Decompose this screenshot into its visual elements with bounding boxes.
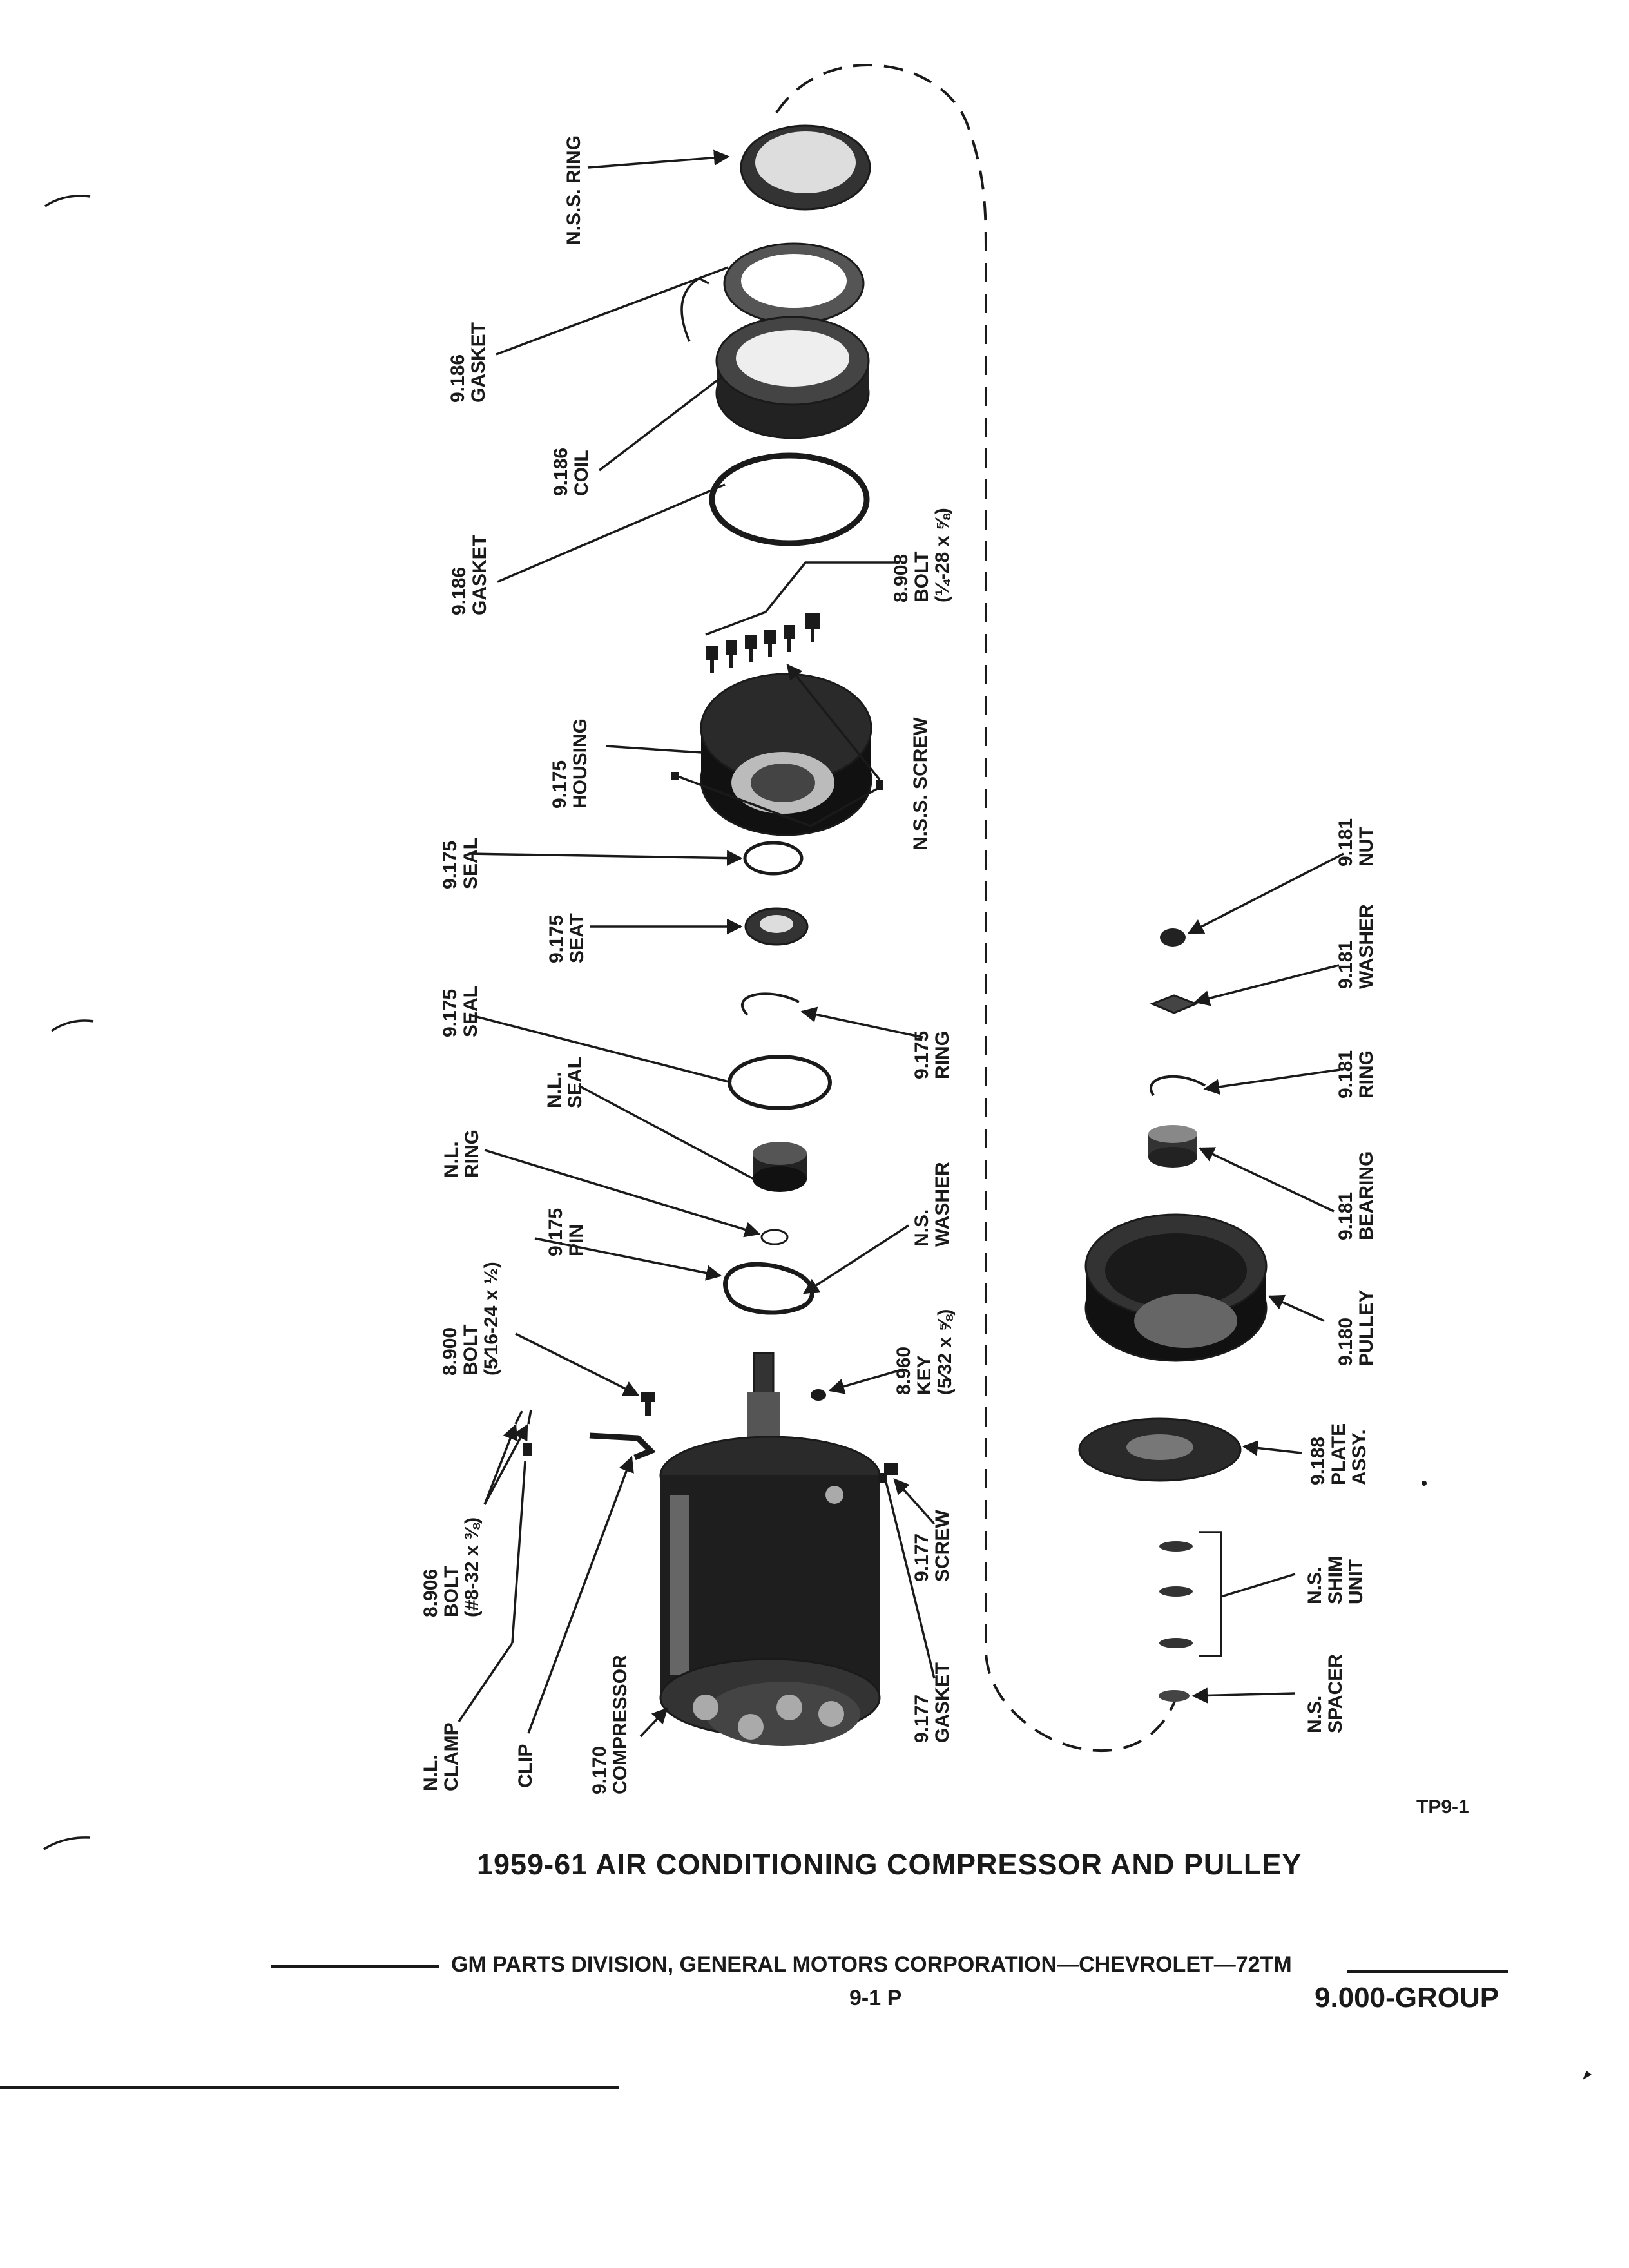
divider [0, 2086, 619, 2089]
callout-gasket-9177: 9.177 GASKET [911, 1662, 953, 1743]
callout-coil: 9.186 COIL [550, 443, 592, 496]
ns-washer-part [723, 1262, 815, 1315]
compressor-part [659, 1352, 881, 1746]
key-part [811, 1389, 826, 1401]
divider [271, 1965, 439, 1968]
callout-seat: 9.175 SEAT [546, 910, 588, 963]
callout-seal-lower: 9.175 SEAL [439, 984, 481, 1037]
callout-nl-clamp: N.L. CLAMP [420, 1722, 462, 1791]
plate-assy-part [1078, 1418, 1242, 1482]
ring-9175-part [741, 992, 800, 1016]
callout-pin: 9.175 PIN [545, 1203, 587, 1256]
callout-plate-assy: 9.188 PLATE ASSY. [1307, 1418, 1370, 1485]
ring-9181-part [1150, 1075, 1206, 1097]
nss-ring-part [740, 124, 871, 211]
bearing-part [1148, 1125, 1197, 1168]
pulley-part [1084, 1213, 1268, 1362]
page-number: 9-1 P [849, 1986, 902, 2010]
callout-housing: 9.175 HOUSING [549, 718, 591, 809]
group-number: 9.000-GROUP [1315, 1982, 1499, 2013]
callout-gasket-top: 9.186 GASKET [447, 322, 489, 403]
callout-nl-seal: N.L. SEAL [544, 1057, 586, 1108]
callout-gasket-lower: 9.186 GASKET [448, 535, 490, 615]
callout-nss-screw: N.S.S. SCREW [910, 717, 931, 850]
seat-part [744, 907, 809, 946]
divider [1347, 1970, 1508, 1973]
callout-screw-9177: 9.177 SCREW [911, 1510, 953, 1582]
assembly-path [775, 64, 1181, 1752]
gasket-top-part [723, 242, 865, 325]
callout-nss-ring: N.S.S. RING [563, 135, 584, 245]
callout-nl-ring: N.L. RING [441, 1129, 483, 1178]
callout-bolt-8908: 8.908 BOLT (¼-28 x ⅝) [891, 508, 953, 602]
callout-seal-upper: 9.175 SEAL [439, 836, 481, 889]
seal-lower-part [728, 1055, 832, 1110]
scan-speck [1422, 1481, 1427, 1486]
callout-key: 8.960 KEY (5⁄32 x ⅝) [893, 1309, 956, 1395]
leader-lines [458, 149, 1344, 1738]
scan-mark [51, 1019, 94, 1032]
callout-bearing: 9.181 BEARING [1335, 1151, 1377, 1240]
screw-9177-part [878, 1463, 898, 1483]
bolt-8906-part [514, 1409, 532, 1456]
callout-shim-unit: N.S. SHIM UNIT [1304, 1551, 1367, 1604]
scan-mark [44, 195, 91, 207]
housing-part [671, 673, 883, 836]
bolts-part [706, 613, 820, 673]
callout-nut: 9.181 NUT [1335, 813, 1377, 867]
callout-ring-9175: 9.175 RING [911, 1026, 953, 1079]
bolt-8900-part [641, 1392, 655, 1416]
callout-pulley: 9.180 PULLEY [1335, 1290, 1377, 1366]
nl-ring-part [760, 1229, 789, 1245]
scan-speck [1583, 2071, 1592, 2080]
nut-part [1160, 928, 1186, 947]
gasket-lower-part [709, 452, 870, 546]
shim-part [1159, 1531, 1222, 1657]
callout-bolt-8906: 8.906 BOLT (#8-32 x ⅜) [420, 1517, 483, 1617]
plate-id: TP9-1 [1416, 1796, 1469, 1818]
spacer-part [1159, 1690, 1190, 1702]
page-title: 1959-61 AIR CONDITIONING COMPRESSOR AND … [477, 1848, 1302, 1881]
callout-washer-9181: 9.181 WASHER [1335, 904, 1377, 989]
washer-9181-part [1149, 994, 1199, 1014]
coil-part [680, 277, 870, 439]
callout-bolt-8900: 8.900 BOLT (5⁄16-24 x ½) [439, 1262, 502, 1376]
nl-seal-part [753, 1142, 807, 1192]
seal-upper-part [743, 841, 804, 876]
publisher-line: GM PARTS DIVISION, GENERAL MOTORS CORPOR… [451, 1952, 1292, 1977]
clip-part [589, 1432, 657, 1461]
callout-ns-washer: N.S. WASHER [911, 1162, 953, 1247]
scan-mark [43, 1836, 91, 1850]
callout-ring-9181: 9.181 RING [1335, 1045, 1377, 1099]
callout-spacer: N.S. SPACER [1304, 1654, 1346, 1733]
callout-clip: CLIP [515, 1744, 536, 1788]
callout-compressor: 9.170 COMPRESSOR [589, 1655, 631, 1794]
